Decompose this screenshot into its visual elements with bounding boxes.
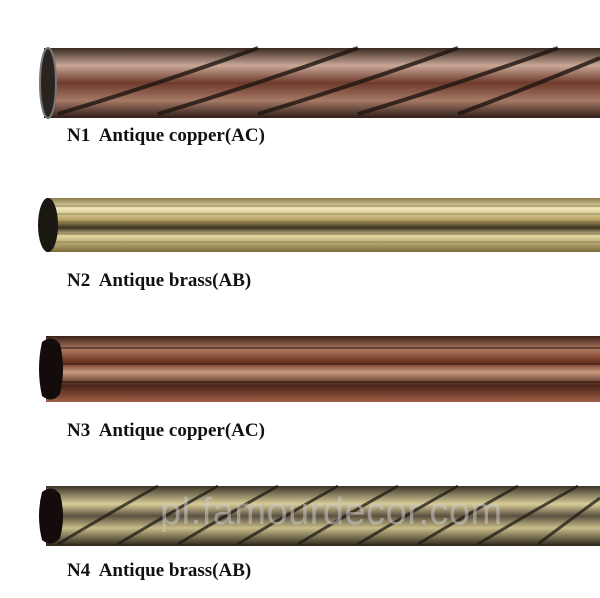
product-label-n4: N4 Antique brass(AB): [67, 560, 251, 582]
product-name: Antique copper(AC): [98, 420, 265, 441]
product-label-n3: N3 Antique copper(AC): [67, 420, 265, 442]
product-code: N1: [67, 125, 91, 146]
rod-n3: [39, 336, 600, 402]
product-name: Antique copper(AC): [98, 125, 265, 146]
product-code: N4: [67, 560, 91, 581]
product-label-n1: N1 Antique copper(AC): [67, 125, 265, 147]
product-code: N3: [67, 420, 91, 441]
rod-n1: [39, 46, 600, 119]
product-name: Antique brass(AB): [98, 270, 252, 291]
product-label-n2: N2 Antique brass(AB): [67, 270, 251, 292]
product-code: N2: [67, 270, 91, 291]
rod-n4: [39, 484, 600, 546]
rod-n2: [38, 198, 600, 252]
watermark: pl.famourdecor.com: [160, 491, 503, 533]
product-name: Antique brass(AB): [98, 560, 252, 581]
